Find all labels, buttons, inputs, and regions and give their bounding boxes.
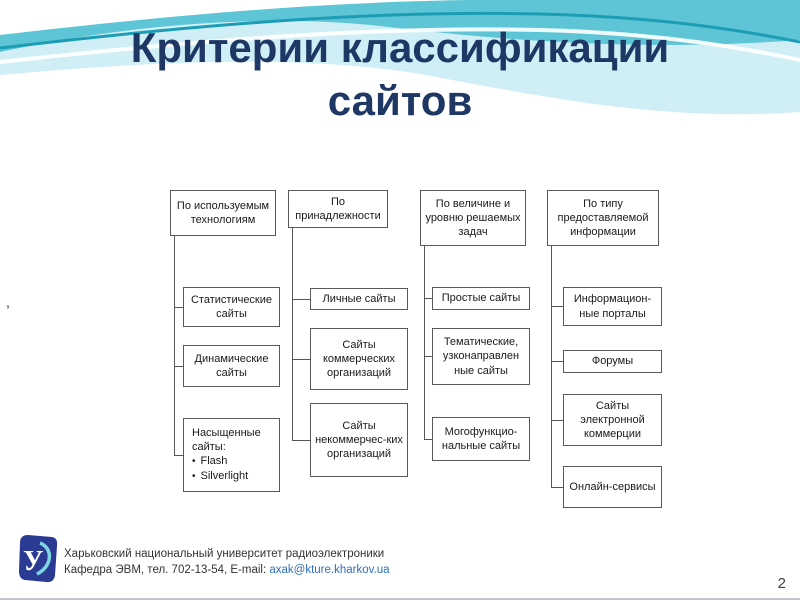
connector-line [292,228,293,440]
item-online-services: Онлайн-сервисы [563,466,662,508]
footer-department-prefix: Кафедра ЭВМ, тел. 702-13-54, E-mail: [64,564,270,576]
item-forums: Форумы [563,350,662,373]
column-header-info-type: По типу предоставляемой информации [547,190,659,246]
connector-stub [174,455,183,456]
item-dynamic-sites: Динамические сайты [183,345,280,387]
connector-line [424,246,425,439]
connector-stub [292,359,310,360]
bullet-dot: • [192,456,196,468]
column-header-scale: По величине и уровню решаемых задач [420,190,526,246]
connector-stub [424,356,432,357]
footer-email-link[interactable]: axak@kture.kharkov.ua [269,564,390,576]
bullet-item: • Flash [192,454,227,469]
item-ecommerce-sites: Сайты электронной коммерции [563,394,662,446]
column-header-technologies: По используемым технологиям [170,190,276,236]
item-info-portals: Информацион-ные порталы [563,287,662,326]
item-thematic-sites: Тематические, узконаправлен ные сайты [432,328,530,385]
connector-stub [551,420,563,421]
connector-stub [551,487,563,488]
item-simple-sites: Простые сайты [432,287,530,310]
connector-stub [551,361,563,362]
title-line-1: Критерии классификации [130,24,670,71]
connector-line [174,236,175,455]
footer: Харьковский национальный университет рад… [64,546,390,578]
item-personal-sites: Личные сайты [310,288,408,310]
svg-text:У: У [23,546,44,577]
item-noncommercial-org-sites: Сайты некоммерчес-ких организаций [310,403,408,477]
stray-comma: , [6,294,10,310]
connector-stub [174,307,183,308]
connector-stub [292,440,310,441]
connector-stub [174,366,183,367]
page-number: 2 [777,575,786,592]
footer-organization: Харьковский национальный университет рад… [64,548,385,560]
footer-department-line: Кафедра ЭВМ, тел. 702-13-54, E-mail: axa… [64,562,390,578]
connector-line [551,246,552,487]
column-header-ownership: По принадлежности [288,190,388,228]
bullet-item: • Silverlight [192,469,248,484]
connector-stub [292,299,310,300]
item-rich-sites: Насыщенные сайты: • Flash • Silverlight [183,418,280,492]
bullet-dot: • [192,471,196,483]
university-logo: У [19,535,58,583]
item-static-sites: Статистические сайты [183,287,280,327]
connector-stub [424,439,432,440]
page-title: Критерии классификации сайтов [0,22,800,127]
item-commercial-org-sites: Сайты коммерческих организаций [310,328,408,390]
bullet-label-silverlight: Silverlight [200,470,249,483]
bullet-label-flash: Flash [200,455,228,468]
connector-stub [551,306,563,307]
item-label: Насыщенные сайты: [192,427,261,454]
item-multifunctional-sites: Могофункцио-нальные сайты [432,417,530,461]
title-line-2: сайтов [327,76,473,124]
connector-stub [424,298,432,299]
